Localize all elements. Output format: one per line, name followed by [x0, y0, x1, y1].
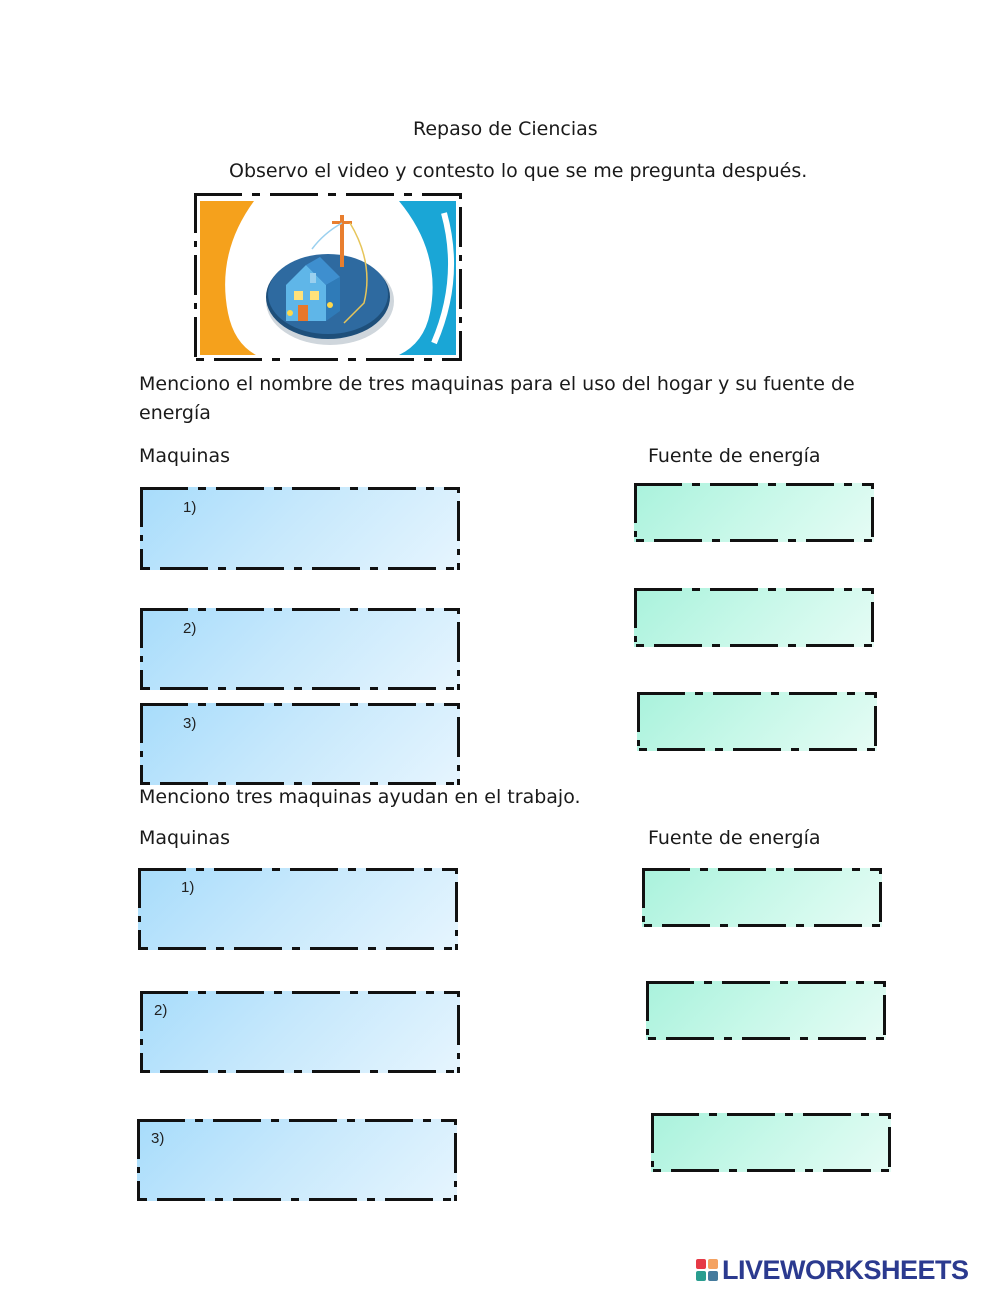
section2-question: Menciono tres maquinas ayudan en el trab…	[139, 786, 581, 808]
section1-energy-input-3[interactable]	[637, 692, 877, 751]
section1-machines-header: Maquinas	[139, 445, 231, 467]
item-number: 1)	[183, 499, 197, 516]
section2-energy-input-3[interactable]	[651, 1113, 891, 1172]
section1-machine-input-3[interactable]: 3)	[140, 703, 460, 785]
logo-squares-icon	[696, 1259, 718, 1281]
item-number: 3)	[151, 1130, 165, 1147]
section1-question-line1: Menciono el nombre de tres maquinas para…	[139, 373, 855, 395]
page-title: Repaso de Ciencias	[413, 118, 598, 140]
logo-text: LIVEWORKSHEETS	[722, 1254, 969, 1285]
section1-energy-input-1[interactable]	[634, 483, 874, 542]
liveworksheets-logo: LIVEWORKSHEETS	[696, 1255, 969, 1285]
instruction-text: Observo el video y contesto lo que se me…	[229, 160, 808, 182]
video-thumbnail[interactable]	[194, 193, 462, 361]
section1-question-line2: energía	[139, 402, 211, 424]
section2-machine-input-2[interactable]: 2)	[140, 991, 460, 1073]
section2-machine-input-1[interactable]: 1)	[138, 868, 458, 950]
section1-machine-input-2[interactable]: 2)	[140, 608, 460, 690]
section2-energy-input-2[interactable]	[646, 981, 886, 1040]
section1-energy-header: Fuente de energía	[648, 445, 821, 467]
section1-energy-input-2[interactable]	[634, 588, 874, 647]
section1-machine-input-1[interactable]: 1)	[140, 487, 460, 570]
section2-machines-header: Maquinas	[139, 827, 231, 849]
item-number: 3)	[183, 715, 197, 732]
item-number: 1)	[181, 879, 195, 896]
house-electricity-illustration	[194, 193, 462, 361]
section2-energy-input-1[interactable]	[642, 868, 882, 927]
item-number: 2)	[183, 620, 197, 637]
item-number: 2)	[154, 1002, 168, 1019]
section2-energy-header: Fuente de energía	[648, 827, 821, 849]
section2-machine-input-3[interactable]: 3)	[137, 1119, 457, 1201]
